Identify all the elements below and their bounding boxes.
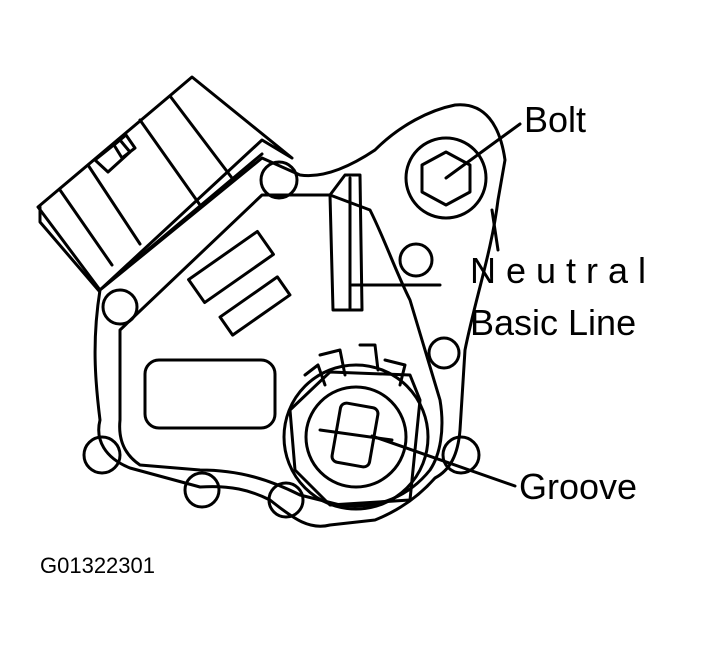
basic-line-label: Basic Line (470, 302, 637, 343)
slot (218, 275, 292, 337)
neutral-basic-line-indicator (328, 173, 442, 312)
window-panel (143, 358, 277, 430)
bolt-leader-line (444, 122, 522, 180)
mounting-hole (183, 471, 221, 509)
neutral-label: Neutral (470, 250, 657, 291)
mounting-hole (82, 435, 122, 475)
figure-code: G01322301 (40, 553, 155, 578)
neutral-leader-line (490, 208, 500, 252)
mounting-hole (398, 242, 434, 278)
groove-label: Groove (519, 466, 638, 507)
bolt-label: Bolt (524, 99, 587, 140)
mounting-hole (267, 481, 305, 519)
shaft-assembly (282, 343, 430, 511)
mounting-hole (441, 435, 481, 475)
groove-leader-line (370, 434, 517, 488)
mounting-hole (101, 288, 139, 326)
bolt-icon (404, 136, 488, 220)
slot (187, 229, 275, 305)
mounting-hole (427, 336, 461, 370)
mounting-hole (259, 160, 299, 200)
